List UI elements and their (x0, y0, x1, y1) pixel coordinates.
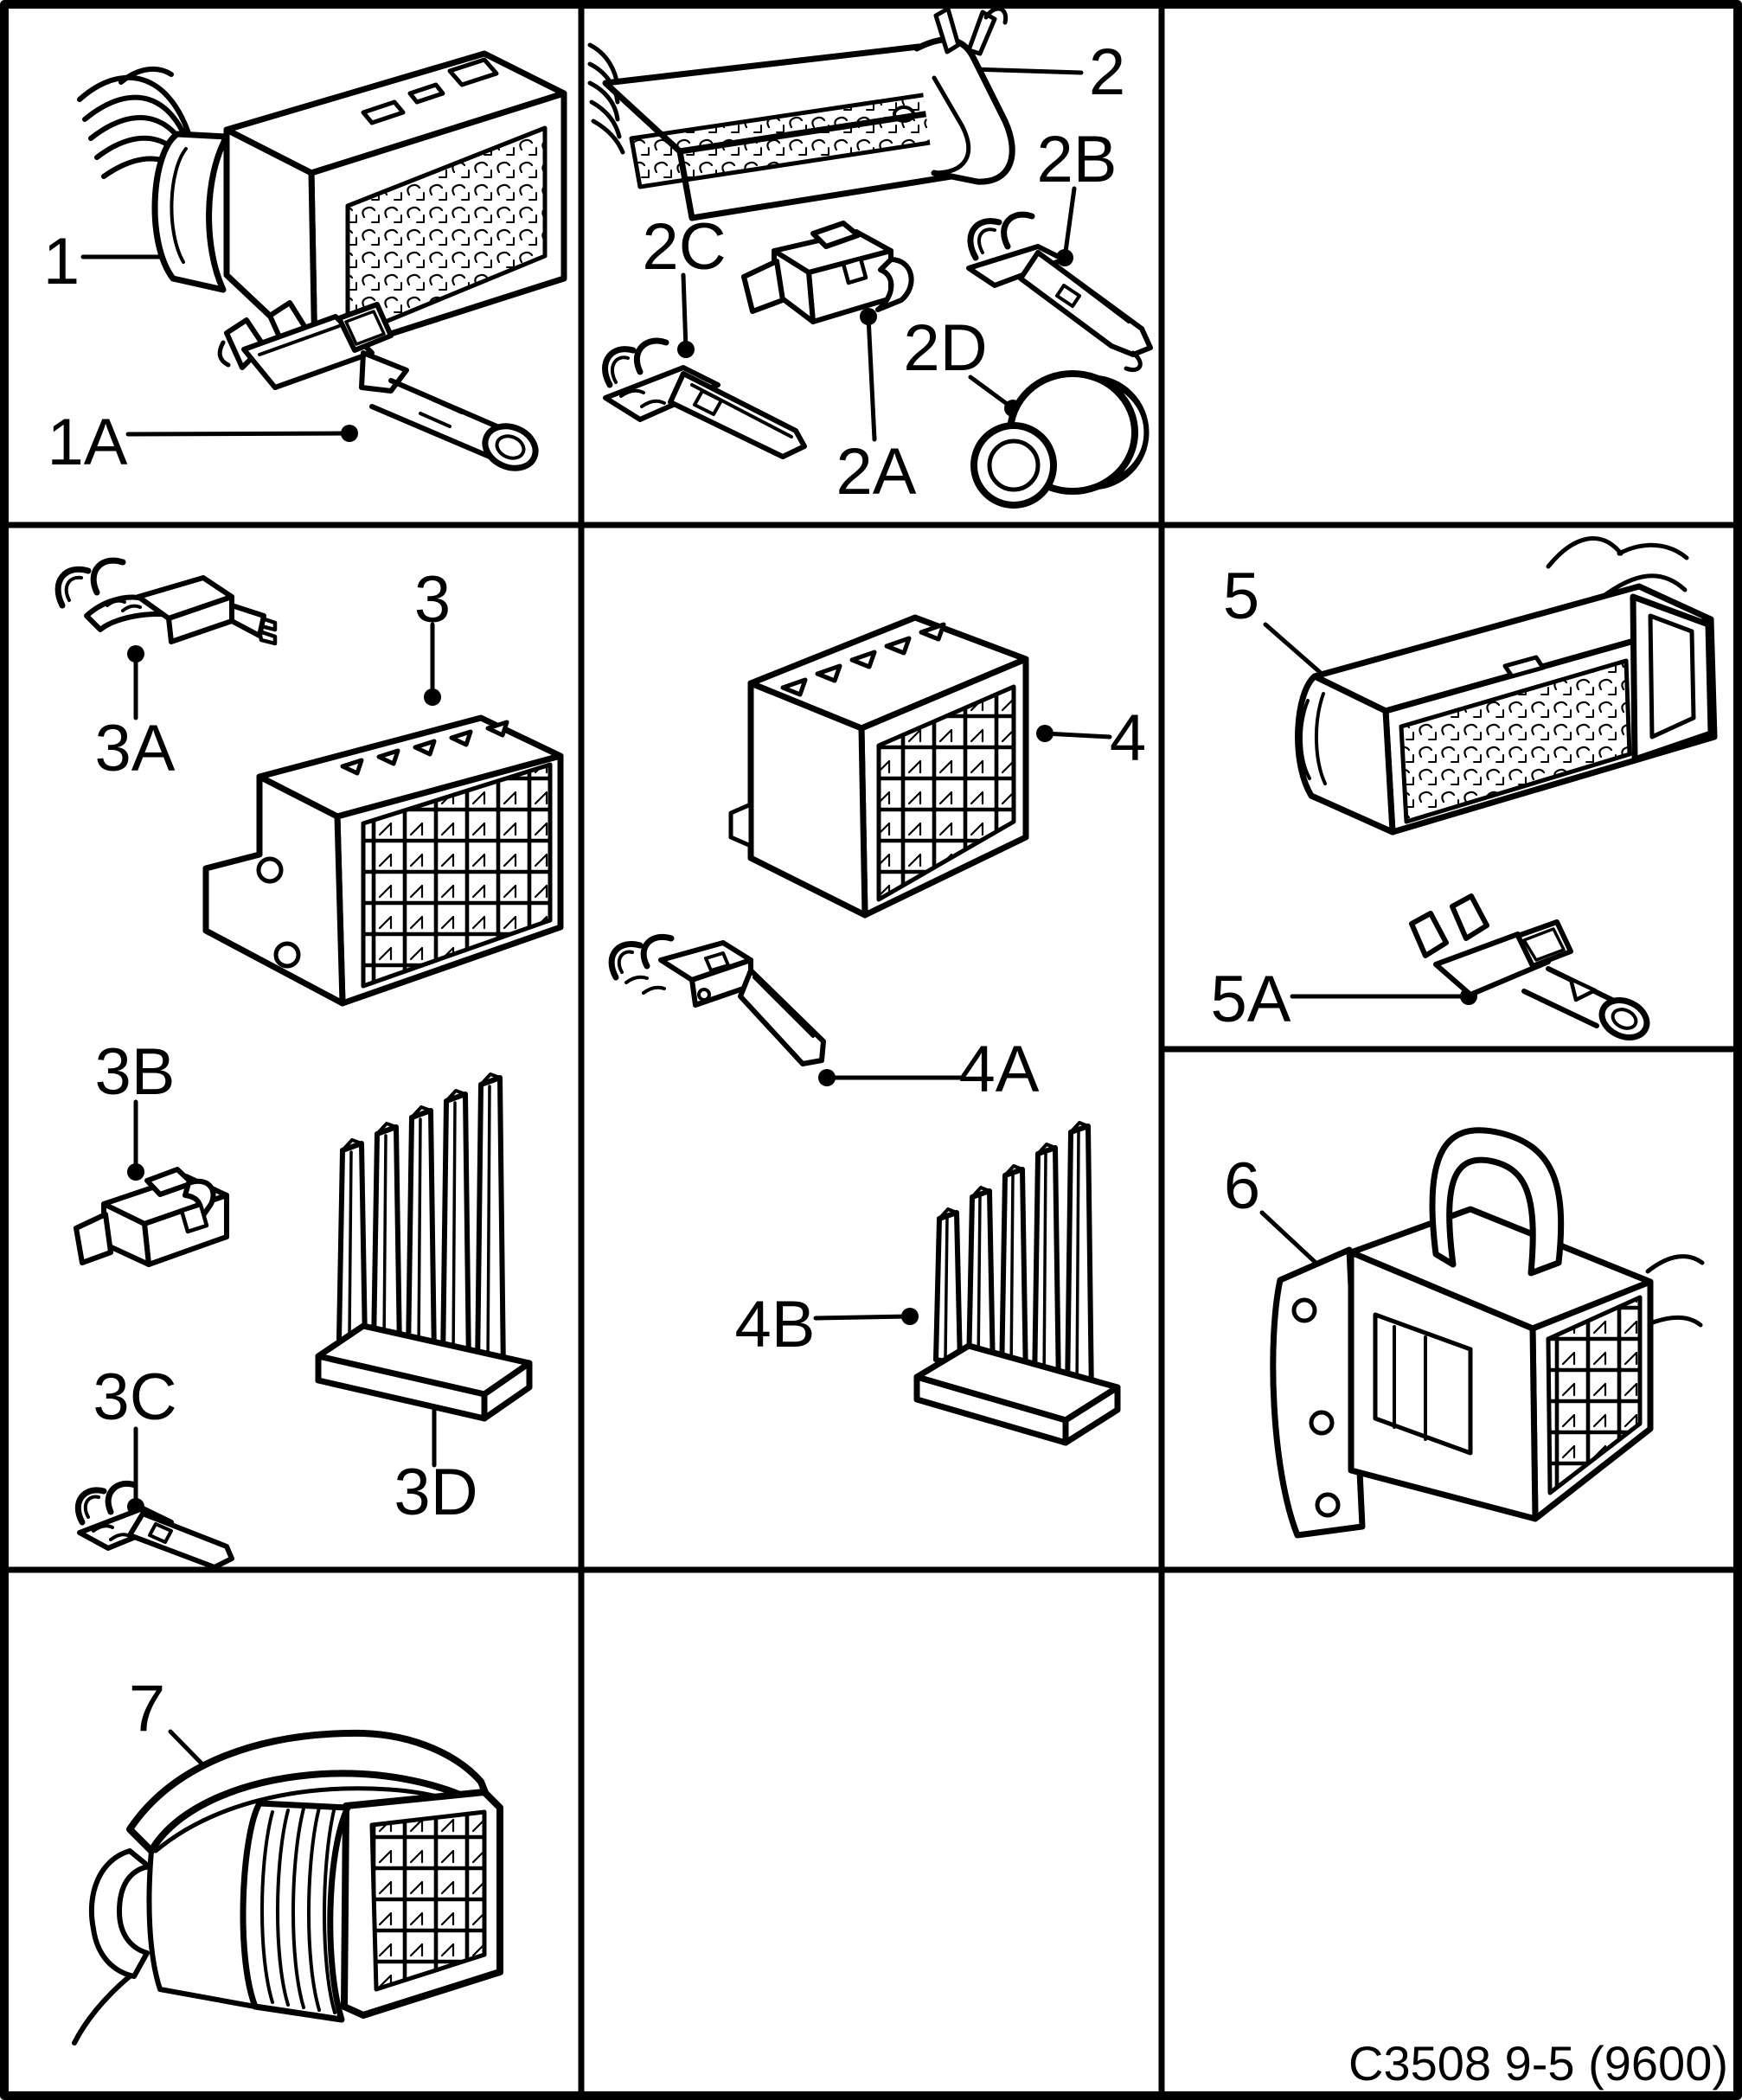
part-3d-comb-illustration (315, 1072, 533, 1422)
leader-4a (818, 1069, 963, 1086)
part-label-4b: 4B (734, 1288, 816, 1361)
leader-4b (813, 1308, 919, 1325)
leader-3c (127, 1426, 144, 1515)
leader-2a (860, 308, 877, 442)
part-3b-housing-illustration (74, 1167, 229, 1267)
part-label-5: 5 (1222, 560, 1260, 633)
part-label-3d: 3D (394, 1456, 478, 1529)
part-label-2c: 2C (642, 210, 727, 284)
leader-3 (424, 622, 441, 706)
part-3a-terminal-illustration (54, 557, 278, 646)
leader-5a (1290, 988, 1477, 1005)
part-label-4: 4 (1109, 701, 1147, 775)
part-label-1: 1 (42, 225, 80, 298)
part-3-housing-illustration (202, 714, 564, 1007)
part-5-ecu-connector-illustration (1295, 536, 1718, 836)
part-2d-seal-illustration (970, 370, 1150, 509)
leader-3a (127, 645, 144, 720)
part-7-connector-illustration (72, 1729, 503, 2046)
part-2b-terminal-illustration (966, 211, 1153, 372)
part-label-1a: 1A (47, 406, 128, 479)
leader-4 (1036, 725, 1112, 742)
part-label-2: 2 (1088, 35, 1126, 109)
part-label-3: 3 (413, 563, 452, 637)
part-2c-terminal-illustration (602, 337, 807, 459)
figure-caption: C3508 9-5 (9600) (1348, 2036, 1728, 2090)
part-2-harness-connector-illustration (587, 6, 1015, 221)
part-label-4a: 4A (958, 1033, 1040, 1106)
part-1-harness-connector-illustration (77, 50, 567, 362)
part-5a-terminal-illustration (1409, 893, 1650, 1040)
part-label-3a: 3A (94, 712, 176, 785)
part-1a-terminal-illustration (217, 300, 539, 471)
part-label-2b: 2B (1036, 123, 1118, 196)
leader-1a (125, 425, 358, 442)
part-label-7: 7 (128, 1672, 166, 1745)
part-3c-terminal-illustration (74, 1480, 234, 1570)
part-4-housing-illustration (728, 614, 1029, 919)
part-label-2a: 2A (836, 435, 917, 509)
part-label-3b: 3B (94, 1035, 176, 1109)
part-6-connector-illustration (1270, 1127, 1705, 1539)
leader-3b (127, 1099, 144, 1181)
part-4a-terminal-illustration (608, 933, 826, 1066)
part-label-2d: 2D (903, 311, 988, 385)
part-4b-comb-illustration (913, 1121, 1121, 1446)
part-label-5a: 5A (1210, 963, 1291, 1036)
leader-2c (677, 272, 695, 358)
part-2a-housing-illustration (741, 221, 914, 324)
part-label-6: 6 (1223, 1149, 1261, 1223)
part-label-3c: 3C (93, 1361, 177, 1434)
